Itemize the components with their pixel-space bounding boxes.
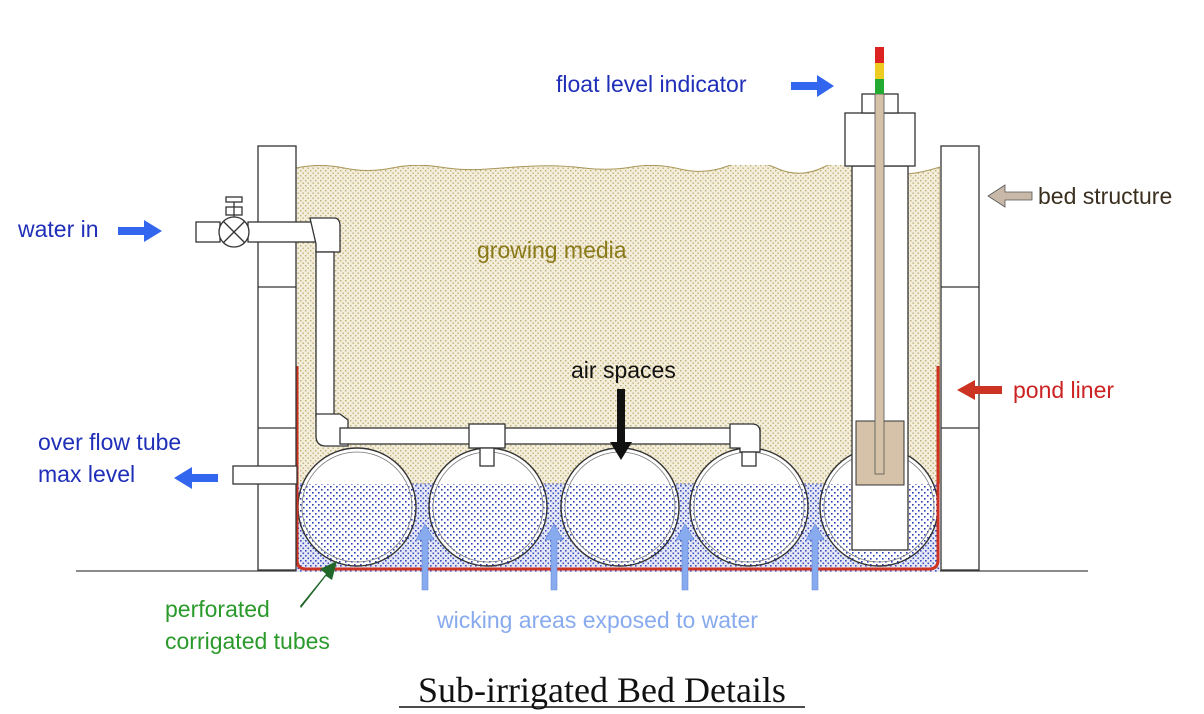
diagram-title: Sub-irrigated Bed Details — [418, 670, 786, 710]
float-level-indicator — [844, 47, 916, 551]
label-overflow-tube: over flow tube — [38, 429, 181, 455]
arrow-float-level-indicator — [791, 75, 834, 97]
arrow-pond-liner — [957, 380, 1002, 400]
label-corrigated-tubes: corrigated tubes — [165, 628, 330, 654]
label-bed-structure: bed structure — [1038, 183, 1172, 209]
pond-liner — [295, 366, 940, 571]
bed-structure-right — [940, 145, 980, 571]
label-max-level: max level — [38, 461, 135, 487]
arrow-overflow — [174, 467, 218, 489]
label-float-level-indicator: float level indicator — [556, 71, 747, 97]
perforated-tubes — [297, 447, 939, 567]
arrows-wicking-areas — [415, 523, 825, 591]
label-air-spaces: air spaces — [571, 357, 676, 383]
arrow-air-spaces — [610, 389, 632, 460]
label-water-in: water in — [17, 216, 99, 242]
arrow-perforated-tubes — [300, 561, 337, 608]
label-perforated: perforated — [165, 596, 270, 622]
overflow-tube — [232, 465, 298, 485]
water-inlet-valve — [195, 196, 321, 248]
arrow-bed-structure — [987, 184, 1033, 208]
label-pond-liner: pond liner — [1013, 377, 1114, 403]
label-growing-media: growing media — [477, 237, 627, 263]
inlet-pipe — [309, 217, 761, 467]
bed-structure-left — [257, 145, 297, 571]
label-wicking-areas: wicking areas exposed to water — [436, 607, 758, 633]
arrow-water-in — [118, 220, 162, 242]
